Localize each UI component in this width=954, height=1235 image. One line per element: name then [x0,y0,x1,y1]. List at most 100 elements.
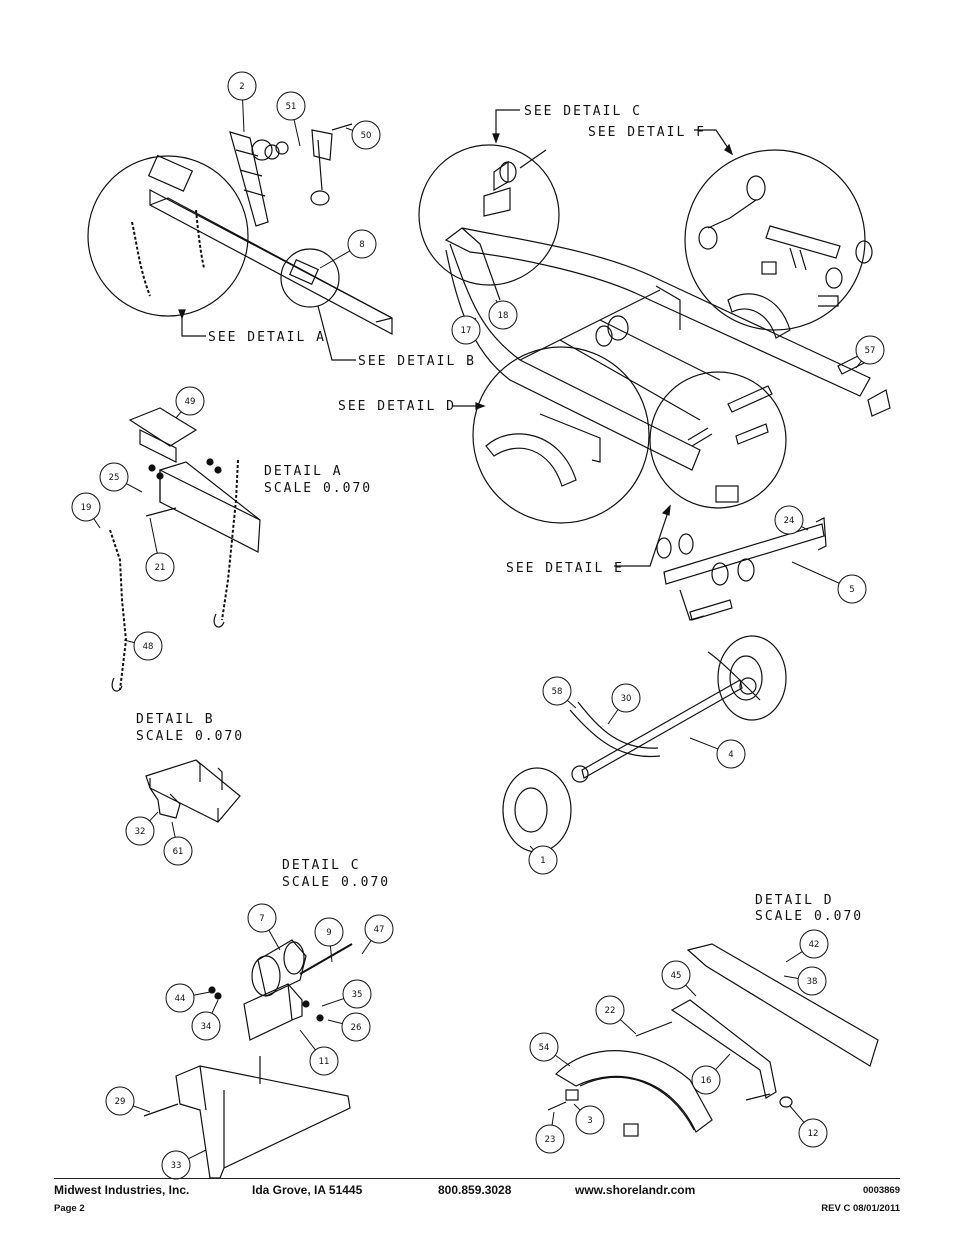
footer-company: Midwest Industries, Inc. [54,1183,190,1197]
part-balloon: 35 [321,979,372,1009]
part-number: 44 [175,994,186,1004]
detail-b-title: DETAIL B [136,712,215,727]
balloon-leader [149,811,159,822]
detail-c-title: DETAIL C [282,858,361,873]
part-number: 18 [498,311,509,321]
part-balloon: 8 [319,229,377,269]
part-number: 16 [701,1076,712,1086]
part-number: 19 [81,503,92,513]
part-number: 45 [671,971,682,981]
bunk-bracket-assembly [656,517,827,621]
part-number: 5 [849,585,854,595]
detail-a-scale: SCALE 0.070 [264,481,372,496]
balloon-circle [163,836,193,866]
axle-assembly [502,635,787,853]
part-number: 11 [319,1057,330,1067]
part-number: 25 [109,473,120,483]
part-number: 48 [143,642,154,652]
balloon-circle [364,914,394,944]
balloon-circle [347,229,377,259]
balloon-circle [191,1011,221,1041]
balloon-leader [123,639,135,644]
balloon-circle [611,683,641,713]
balloon-leader [783,975,799,980]
balloon-circle [145,552,175,582]
balloon-circle [837,574,867,604]
part-balloon: 38 [783,966,827,996]
balloon-circle [309,1046,339,1076]
part-number: 51 [286,102,297,112]
see-detail-e-label: SEE DETAIL E [506,561,624,576]
balloon-circle [341,1012,371,1042]
part-balloon: 9 [314,917,344,963]
balloon-leader [555,1054,571,1067]
part-number: 1 [540,856,545,866]
part-number: 9 [326,928,331,938]
trailer-frame [444,227,891,471]
balloon-leader [329,945,333,963]
balloon-circle [799,929,829,959]
balloon-circle [542,676,572,706]
part-number: 24 [784,516,795,526]
detail-a-title: DETAIL A [264,464,343,479]
part-balloon: 51 [276,91,306,147]
footer-revision: REV C 08/01/2011 [821,1203,900,1214]
part-number: 50 [361,131,372,141]
part-balloon: 30 [607,683,641,725]
part-balloon: 47 [361,914,394,955]
part-balloon: 17 [451,315,481,345]
part-balloon: 11 [299,1029,339,1076]
callout-labels: SEE DETAIL A SEE DETAIL B SEE DETAIL C S… [136,104,861,924]
balloon-leader [619,1019,637,1035]
balloon-circle [133,631,163,661]
footer-website[interactable]: www.shorelandr.com [575,1183,696,1197]
balloon-circle [855,335,885,365]
balloon-leader [211,999,219,1014]
balloon-leader [126,483,143,493]
detail-b-circle [280,248,340,308]
part-number: 32 [135,827,146,837]
balloon-circle [797,966,827,996]
part-balloon: 61 [163,821,193,866]
keel-roller-top [483,149,547,217]
balloon-leader [268,929,281,951]
footer-row-sub: Page 2 REV C 08/01/2011 [54,1203,900,1217]
balloon-circle [774,505,804,535]
part-balloon: 16 [691,1053,731,1095]
part-balloon: 49 [175,386,205,419]
part-number: 35 [352,990,363,1000]
part-number: 33 [171,1161,182,1171]
balloon-circle [342,979,372,1009]
part-number: 54 [539,1043,550,1053]
part-balloon: 34 [191,999,221,1041]
balloon-circle [276,91,306,121]
balloon-circle [595,995,625,1025]
detail-c-drawing [143,939,353,1179]
see-detail-d-label: SEE DETAIL D [338,399,456,414]
see-detail-f-label: SEE DETAIL F [588,125,706,140]
part-number: 30 [621,694,632,704]
safety-chain-right [195,209,205,269]
detail-b-scale: SCALE 0.070 [136,729,244,744]
detail-c-circle [418,144,560,286]
balloon-leader [573,1103,581,1111]
part-balloon: 7 [247,903,281,951]
balloon-circle [488,300,518,330]
balloon-circle [165,983,195,1013]
balloon-circle [71,492,101,522]
balloon-leader [685,984,697,997]
balloon-leader [715,1053,731,1071]
balloon-circle [125,816,155,846]
balloon-leader [171,821,176,838]
part-number: 3 [587,1116,592,1126]
footer-city: Ida Grove, IA 51445 [252,1183,363,1197]
step-pad-detail-e [687,385,773,503]
detail-c-scale: SCALE 0.070 [282,875,390,890]
detail-f-circle [684,149,866,331]
balloon-leader [855,360,862,369]
footer-phone: 800.859.3028 [438,1183,512,1197]
safety-chain-left [131,221,151,297]
part-balloon: 5 [791,561,867,604]
balloon-leader [299,1029,316,1051]
